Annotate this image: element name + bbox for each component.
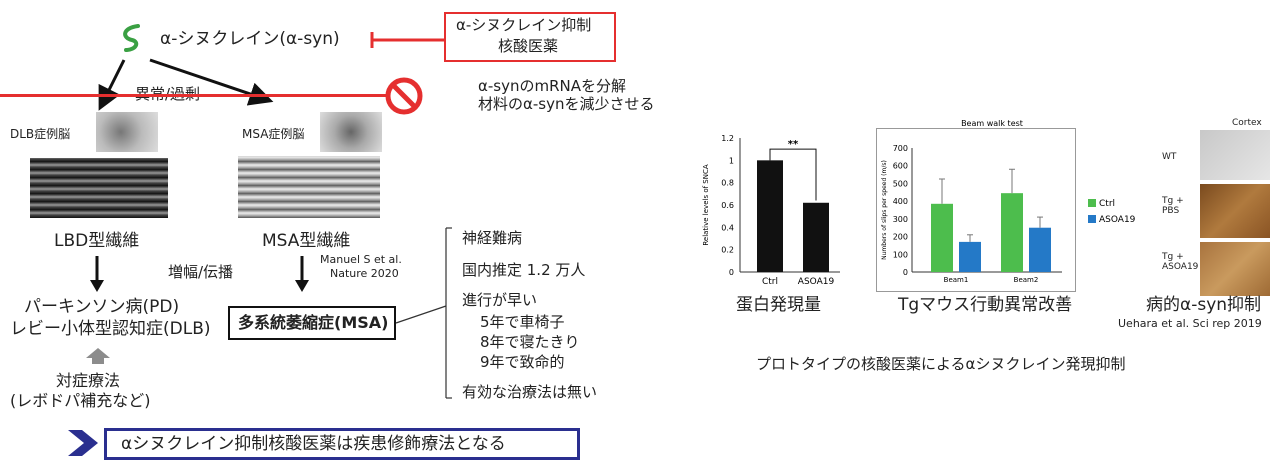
cortex-label: Cortex	[1232, 118, 1262, 128]
msa-brain-label: MSA症例脳	[242, 127, 305, 141]
dlb-fibril-image	[96, 112, 158, 152]
mechanism-line2: 材料のα-synを減少させる	[478, 95, 655, 113]
citation-line2: Nature 2020	[330, 267, 399, 280]
legend-swatch	[1088, 199, 1096, 207]
up-arrow-icon	[86, 348, 110, 364]
significance-bracket	[769, 148, 817, 201]
symptomatic-line2: (レボドパ補充など)	[10, 391, 151, 410]
inhibitor-box: α-シヌクレイン抑制 核酸医薬	[444, 12, 616, 62]
y-tick-label: 1	[729, 156, 734, 165]
caption-protein: 蛋白発現量	[736, 295, 821, 315]
tg-pbs-label: Tg + PBS	[1162, 196, 1184, 217]
y-tick-label: 600	[893, 162, 908, 171]
caption-pathology: 病的α-syn抑制	[1146, 295, 1262, 315]
y-tick-label: 700	[893, 144, 908, 153]
y-tick-label: 0.4	[721, 223, 734, 232]
y-axis-label: Relative levels of SNCA	[702, 164, 710, 246]
symptomatic-line1: 対症療法	[56, 371, 121, 390]
bar-ASOA19	[803, 202, 829, 272]
dlb-label: レビー小体型認知症(DLB)	[10, 319, 211, 339]
tg-pbs-histology-image	[1200, 184, 1270, 238]
msa-point-1: 神経難病	[462, 229, 523, 247]
legend-swatch	[1088, 215, 1096, 223]
significance-label: **	[788, 139, 799, 150]
right-footer: プロトタイプの核酸医薬によるαシヌクレイン発現抑制	[756, 355, 1126, 373]
msa-fiber-label: MSA型繊維	[262, 231, 351, 251]
msa-disease-box: 多系統萎縮症(MSA)	[228, 306, 396, 340]
x-tick-label: Ctrl	[762, 277, 778, 287]
bar-Ctrl	[757, 160, 783, 272]
msa-point-4: 5年で車椅子	[480, 313, 565, 331]
banner-chevron-icon	[68, 430, 98, 456]
y-tick-label: 100	[893, 250, 908, 259]
conclusion-banner: αシヌクレイン抑制核酸医薬は疾患修飾療法となる	[104, 428, 580, 460]
tg-asoa19-label: Tg + ASOA19	[1162, 252, 1199, 273]
down-arrows	[90, 256, 309, 292]
mechanism-line1: α-synのmRNAを分解	[478, 77, 627, 95]
y-axis-label: Numbers of slips per speed (m/s)	[881, 160, 888, 260]
y-tick-label: 0	[903, 268, 908, 277]
msa-point-5: 8年で寝たきり	[480, 333, 580, 351]
x-tick-label: Beam1	[944, 276, 969, 284]
beam-walk-chart: Beam walk test 0 100 200 300 400 500 600 700Numb…	[881, 119, 1136, 284]
y-tick-label: 0.2	[721, 246, 734, 255]
y-tick-label: 1.2	[721, 134, 734, 143]
inhibitor-line2: 核酸医薬	[498, 37, 559, 55]
bar-ASOA19-Beam2	[1029, 227, 1051, 272]
msa-fibril-image	[320, 112, 382, 152]
lbd-fiber-image	[30, 158, 168, 218]
y-tick-label: 0.8	[721, 179, 734, 188]
y-tick-label: 400	[893, 197, 908, 206]
msa-point-3: 進行が早い	[462, 291, 538, 309]
x-tick-label: ASOA19	[798, 277, 835, 287]
inhibit-connector	[370, 32, 445, 48]
bracket	[395, 227, 452, 399]
x-tick-label: Beam2	[1014, 276, 1039, 284]
tg-asoa19-histology-image	[1200, 242, 1270, 296]
amplify-label: 増幅/伝播	[168, 263, 234, 281]
y-tick-label: 300	[893, 215, 908, 224]
inhibitor-line1: α-シヌクレイン抑制	[456, 16, 592, 34]
prohibited-icon	[385, 77, 423, 115]
msa-box-label: 多系統萎縮症(MSA)	[238, 313, 389, 332]
bar-Ctrl-Beam1	[931, 203, 953, 272]
caption-behavior: Tgマウス行動異常改善	[898, 295, 1073, 315]
wt-histology-image	[1200, 130, 1270, 180]
lbd-fiber-label: LBD型繊維	[54, 231, 140, 251]
asyn-molecule-icon	[123, 24, 140, 52]
y-tick-label: 0	[729, 268, 734, 277]
pd-label: パーキンソン病(PD)	[24, 297, 180, 317]
dlb-brain-label: DLB症例脳	[10, 127, 71, 141]
uehara-citation: Uehara et al. Sci rep 2019	[1118, 317, 1262, 330]
msa-point-6: 9年で致命的	[480, 353, 565, 371]
beam-walk-frame	[876, 128, 1076, 292]
msa-point-7: 有効な治療法は無い	[462, 383, 598, 401]
block-line	[0, 94, 390, 97]
legend-label: ASOA19	[1099, 215, 1136, 225]
msa-fiber-image	[238, 156, 380, 218]
banner-text: αシヌクレイン抑制核酸医薬は疾患修飾療法となる	[121, 434, 506, 454]
asyn-label: α-シヌクレイン(α-syn)	[160, 29, 340, 49]
diverging-arrows	[98, 58, 274, 111]
bar-ASOA19-Beam1	[959, 241, 981, 272]
chart-title: Beam walk test	[961, 119, 1023, 128]
y-tick-label: 500	[893, 179, 908, 188]
msa-point-2: 国内推定 1.2 万人	[462, 261, 586, 279]
wt-label: WT	[1162, 152, 1177, 162]
y-tick-label: 0.6	[721, 201, 734, 210]
citation-line1: Manuel S et al.	[320, 253, 402, 266]
legend-label: Ctrl	[1099, 199, 1115, 209]
bar-Ctrl-Beam2	[1001, 193, 1023, 272]
y-tick-label: 200	[893, 233, 908, 242]
